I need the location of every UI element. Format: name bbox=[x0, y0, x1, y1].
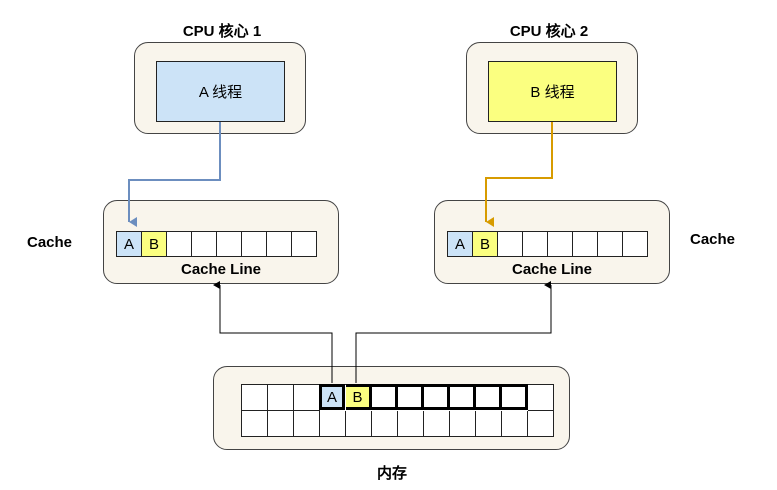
memory-cell bbox=[528, 411, 554, 437]
cache-right-line: A B bbox=[447, 231, 648, 257]
memory-cell bbox=[502, 411, 528, 437]
memory-cell bbox=[424, 411, 450, 437]
memory-cell bbox=[242, 385, 268, 411]
cache-right-cell-b: B bbox=[472, 231, 498, 257]
memory-cell bbox=[476, 384, 502, 410]
core1-title: CPU 核心 1 bbox=[182, 23, 262, 40]
cache-left-line: A B bbox=[116, 231, 317, 257]
memory-cell bbox=[476, 411, 502, 437]
memory-cell bbox=[372, 411, 398, 437]
memory-cell bbox=[346, 411, 372, 437]
memory-label: 内存 bbox=[376, 465, 407, 482]
cache-right-side-label: Cache bbox=[690, 231, 736, 248]
thread-a-box: A 线程 bbox=[156, 61, 285, 122]
arrow-thread-a-to-cache bbox=[128, 122, 221, 227]
arrow-memory-to-cache-left bbox=[213, 281, 333, 383]
memory-cell bbox=[268, 385, 294, 411]
memory-cell bbox=[450, 384, 476, 410]
cache-right-panel: A B Cache Line bbox=[434, 200, 670, 284]
cache-left-side-label: Cache bbox=[27, 234, 73, 251]
memory-cell bbox=[372, 384, 398, 410]
cache-right-line-label: Cache Line bbox=[511, 261, 593, 278]
memory-cell bbox=[398, 411, 424, 437]
memory-cell bbox=[502, 384, 528, 410]
arrow-thread-b-to-cache bbox=[485, 122, 553, 227]
cache-left-line-label: Cache Line bbox=[180, 261, 262, 278]
cache-left-cell bbox=[291, 231, 317, 257]
memory-cell bbox=[424, 384, 450, 410]
cache-right-cell bbox=[622, 231, 648, 257]
memory-cell-a: A bbox=[319, 384, 345, 410]
memory-cell bbox=[398, 384, 424, 410]
memory-cell bbox=[242, 411, 268, 437]
memory-cell bbox=[294, 411, 320, 437]
cache-left-panel: A B Cache Line bbox=[103, 200, 339, 284]
memory-cell bbox=[450, 411, 476, 437]
core2-title: CPU 核心 2 bbox=[509, 23, 589, 40]
cache-right-cell-a: A bbox=[447, 231, 473, 257]
arrow-memory-to-cache-right bbox=[355, 281, 552, 383]
thread-b-box: B 线程 bbox=[488, 61, 617, 122]
core1-panel: A 线程 bbox=[134, 42, 306, 134]
memory-cell bbox=[528, 385, 554, 411]
cache-right-cell bbox=[597, 231, 623, 257]
cache-left-cell-a: A bbox=[116, 231, 142, 257]
memory-cell-b: B bbox=[346, 384, 372, 410]
cache-right-cell bbox=[572, 231, 598, 257]
memory-cell bbox=[268, 411, 294, 437]
memory-cell bbox=[320, 411, 346, 437]
